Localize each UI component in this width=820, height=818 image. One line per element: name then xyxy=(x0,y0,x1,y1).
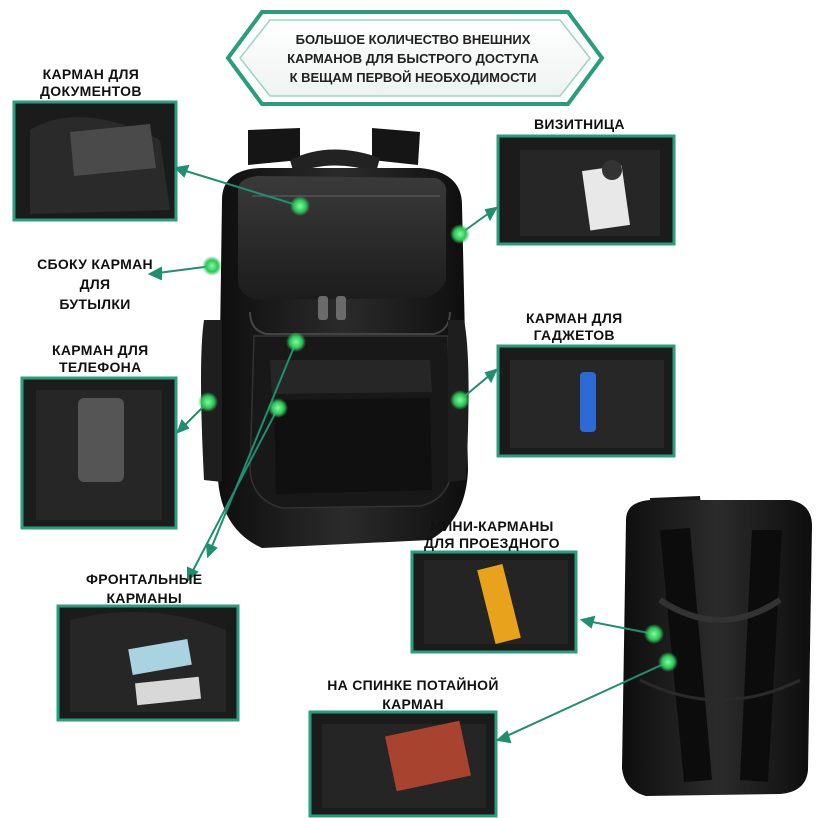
banner-line: К ВЕЩАМ ПЕРВОЙ НЕОБХОДИМОСТИ xyxy=(289,70,537,85)
green-dot-icon xyxy=(658,652,678,672)
label-gadgets: КАРМАН ДЛЯ ГАДЖЕТОВ xyxy=(526,310,623,343)
label-phone: КАРМАН ДЛЯ ТЕЛЕФОНА xyxy=(52,342,149,375)
label-front: ФРОНТАЛЬНЫЕ КАРМАНЫ xyxy=(86,571,203,606)
label-documents: КАРМАН ДЛЯ ДОКУМЕНТОВ xyxy=(40,66,142,99)
banner-text: БОЛЬШОЕ КОЛИЧЕСТВО ВНЕШНИХ КАРМАНОВ ДЛЯ … xyxy=(258,30,568,87)
label-hidden: НА СПИНКЕ ПОТАЙНОЙ КАРМАН xyxy=(327,677,499,712)
banner-line: КАРМАНОВ ДЛЯ БЫСТРОГО ДОСТУПА xyxy=(287,51,539,66)
main-backpack xyxy=(201,128,469,548)
green-dot-icon xyxy=(450,390,470,410)
green-dot-icon xyxy=(450,224,470,244)
green-dot-icon xyxy=(198,392,218,412)
label-transit: МИНИ-КАРМАНЫ ДЛЯ ПРОЕЗДНОГО xyxy=(424,518,560,551)
banner-line: БОЛЬШОЕ КОЛИЧЕСТВО ВНЕШНИХ xyxy=(295,32,531,47)
label-business-card: ВИЗИТНИЦА xyxy=(534,116,625,132)
green-dot-icon xyxy=(286,332,306,352)
label-bottle: СБОКУ КАРМАН ДЛЯ БУТЫЛКИ xyxy=(37,256,153,312)
green-dot-icon xyxy=(268,398,288,418)
green-dot-icon xyxy=(290,196,310,216)
back-view-backpack xyxy=(622,496,812,796)
green-dot-icon xyxy=(202,256,222,276)
inset-frames xyxy=(12,100,676,818)
marker-dots xyxy=(198,196,678,672)
green-dot-icon xyxy=(644,624,664,644)
banner-frame xyxy=(225,10,605,106)
